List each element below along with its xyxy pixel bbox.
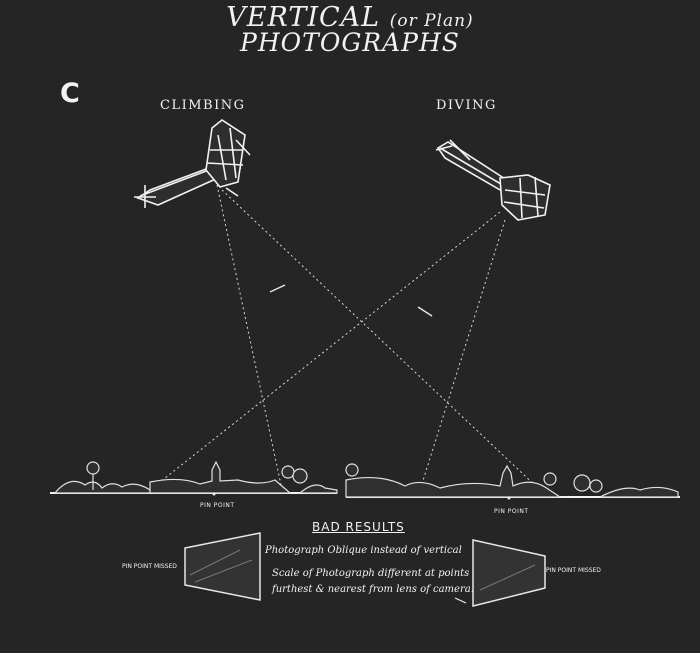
arrow-marks (269, 284, 433, 317)
note-oblique: Photograph Oblique instead of vertical (265, 545, 462, 556)
pin-point-label-right: PIN POINT (494, 508, 529, 515)
pin-point-missed-right: PIN POINT MISSED (546, 567, 601, 574)
title-line-1: VERTICAL (or Plan) (0, 2, 700, 33)
pin-markers (212, 492, 511, 500)
climbing-vertical-line (216, 184, 282, 486)
right-landscape (345, 463, 679, 498)
title-line-2: PHOTOGRAPHS (240, 28, 460, 57)
title-paren: (or Plan) (389, 11, 474, 31)
pin-point-label-left: PIN POINT (200, 502, 235, 509)
right-photo-trapezoid (472, 539, 546, 607)
note-scale-line-1: Scale of Photograph different at points (272, 568, 470, 579)
panel-letter: C (60, 78, 80, 109)
note-scale-line-2: furthest & nearest from lens of camera. (272, 584, 474, 595)
diving-biplane-icon (435, 139, 551, 221)
diving-vertical-line (419, 219, 506, 491)
bad-results-heading: BAD RESULTS (312, 520, 405, 534)
diving-label: DIVING (436, 98, 497, 113)
climbing-oblique-line (221, 189, 541, 491)
sight-lines (149, 184, 541, 491)
note-underline (454, 597, 467, 604)
climbing-label: CLIMBING (160, 98, 246, 113)
title-main: VERTICAL (226, 2, 381, 33)
left-landscape (53, 460, 338, 494)
pin-point-missed-left: PIN POINT MISSED (122, 563, 177, 570)
diving-oblique-line (149, 211, 501, 491)
climbing-biplane-icon (134, 119, 251, 208)
left-photo-trapezoid (184, 532, 261, 601)
